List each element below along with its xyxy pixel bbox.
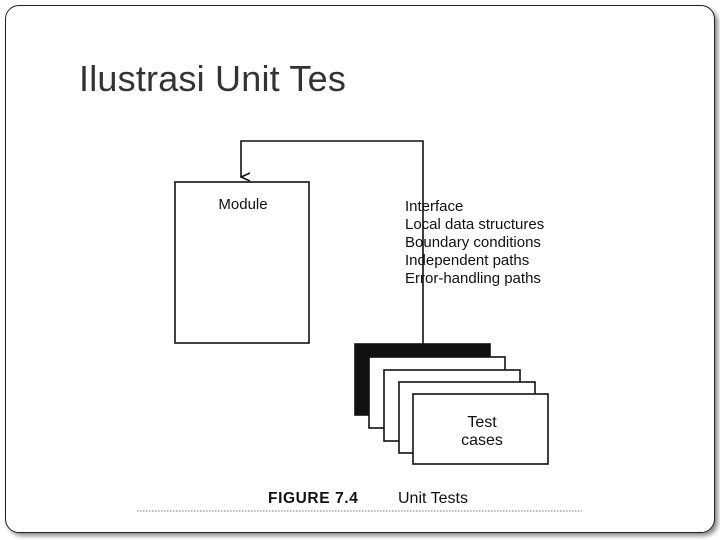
feedback-connector bbox=[241, 140, 424, 345]
figure-caption: Unit Tests bbox=[398, 490, 468, 507]
test-cases-label-line2: cases bbox=[461, 432, 503, 449]
figure-number: FIGURE 7.4 bbox=[268, 490, 358, 507]
checklist-item-local-data: Local data structures bbox=[405, 216, 544, 233]
checklist-item-interface: Interface bbox=[405, 198, 463, 215]
test-cases-label-line1: Test bbox=[467, 414, 497, 431]
module-label: Module bbox=[218, 196, 267, 213]
checklist-item-independent: Independent paths bbox=[405, 252, 529, 269]
slide-title: Ilustrasi Unit Tes bbox=[79, 58, 347, 99]
test-case-card-front bbox=[412, 393, 549, 465]
checklist-item-error-handling: Error-handling paths bbox=[405, 270, 541, 287]
module-box bbox=[174, 181, 310, 344]
slide-frame bbox=[5, 5, 715, 533]
checklist-item-boundary: Boundary conditions bbox=[405, 234, 541, 251]
